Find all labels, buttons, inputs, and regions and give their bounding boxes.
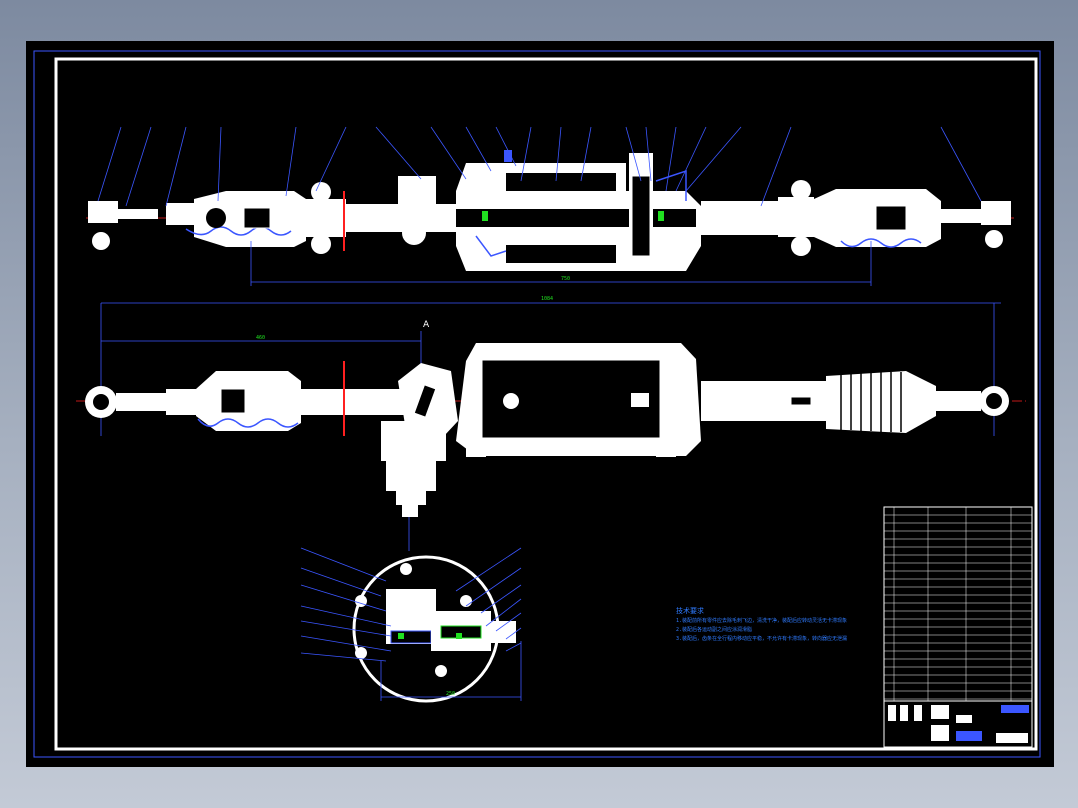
top-section-view: 750 bbox=[86, 126, 1016, 286]
cad-viewer[interactable]: 750 1084 460 A bbox=[26, 41, 1054, 767]
dim-top-center: 750 bbox=[561, 276, 570, 282]
bottom-detail-view: 250 bbox=[300, 547, 522, 703]
section-marker: A bbox=[423, 320, 430, 330]
tech-req-line-2: 2.装配后各运动副之间应涂润滑脂 bbox=[676, 627, 753, 633]
dim-bottom-width: 250 bbox=[446, 691, 455, 697]
tech-req-heading: 技术要求 bbox=[676, 607, 704, 615]
tech-req-line-1: 1.装配前所有零件应去除毛刺飞边，清洗干净，装配后应转动灵活无卡滞现象 bbox=[676, 618, 848, 624]
dim-left-offset: 460 bbox=[256, 335, 265, 341]
tech-req-line-3: 3.装配后，齿条在全行程内移动应平稳，不允许有卡滞现象，转向器应无泄漏 bbox=[676, 636, 848, 642]
inner-frame bbox=[54, 57, 1038, 751]
outer-frame bbox=[33, 50, 1041, 758]
middle-exterior-view: 1084 460 A bbox=[76, 296, 1026, 551]
dim-overall-length: 1084 bbox=[541, 296, 553, 302]
assembly-drawing: 750 1084 460 A bbox=[33, 50, 1041, 758]
title-block bbox=[883, 506, 1033, 748]
